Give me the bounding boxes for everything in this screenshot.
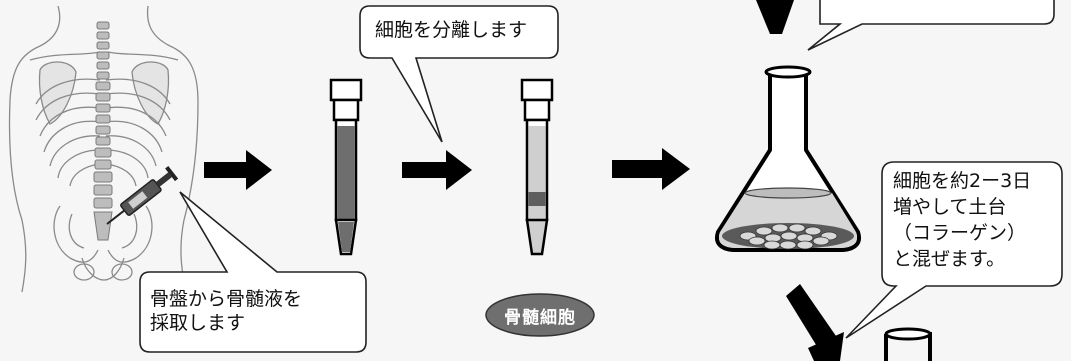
- flask-small: [884, 327, 932, 361]
- callout-bubble-separate: [359, 5, 559, 143]
- marrow-cells-label: 骨髄細胞: [504, 307, 576, 328]
- callout-text-collect: 骨盤から骨髄液を 採取します: [150, 288, 303, 334]
- test-tube-blood: [329, 78, 363, 256]
- arrow-2-icon: [402, 150, 472, 190]
- arrow-diagonal-icon: [786, 284, 844, 361]
- test-tube-separated: [520, 78, 554, 256]
- spine: [93, 21, 113, 241]
- marrow-cells-oval: [485, 293, 595, 337]
- arrow-3-icon: [612, 148, 690, 190]
- arrow-1-icon: [204, 150, 272, 190]
- callout-text-grow: 細胞を約2ー3日 増やして土台 （コラーゲン） と混ぜます。: [893, 170, 1032, 270]
- culture-flask: [715, 65, 861, 252]
- skeleton-back-illustration: [8, 5, 199, 293]
- syringe-icon: [106, 165, 179, 225]
- callout-bubble-grow: [845, 161, 1063, 339]
- arrow-top-down-icon: [756, 0, 794, 34]
- callout-bubble-collect: [139, 191, 367, 353]
- callout-text-separate: 細胞を分離します: [375, 19, 528, 41]
- callout-bubble-top-right: [807, 0, 1055, 51]
